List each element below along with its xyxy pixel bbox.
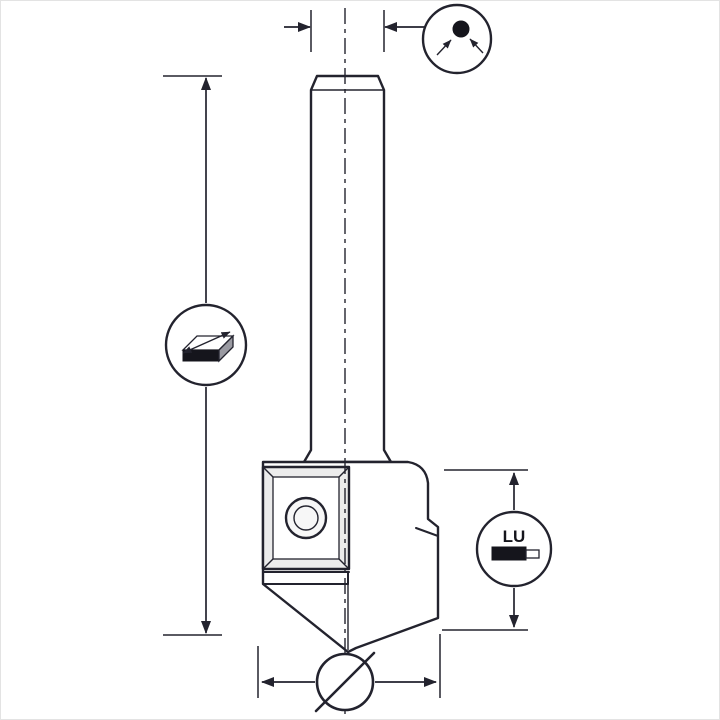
- insert-knife: [261, 465, 351, 571]
- lu-label: LU: [503, 527, 526, 546]
- shank-diameter-icon: [421, 3, 493, 75]
- insert-tab: [525, 549, 540, 559]
- dim-overall-length: [163, 75, 248, 636]
- insert-bar: [491, 546, 527, 561]
- diameter-slash: [314, 651, 376, 713]
- measure-arrow: [469, 38, 484, 54]
- length-arrow: [182, 331, 231, 354]
- screw-hole: [284, 496, 328, 540]
- insert-corner-bevel: [262, 558, 274, 570]
- insert-corner-bevel: [338, 466, 350, 478]
- dim-cutting-length: LU: [442, 469, 553, 631]
- diameter-symbol: [314, 651, 376, 713]
- insert-corner-bevel: [262, 466, 274, 478]
- measure-arrow: [436, 39, 452, 56]
- dim-diameter: [257, 634, 441, 713]
- screw-hole-countersink: [293, 505, 319, 531]
- shank-dot: [452, 20, 470, 38]
- cutting-length-icon: LU: [475, 510, 553, 588]
- icon-circle: [421, 3, 493, 75]
- insert-blank-icon: [164, 303, 248, 387]
- insert-corner-bevel: [338, 558, 350, 570]
- shank: [302, 74, 393, 464]
- slab-front-face: [182, 349, 220, 362]
- dim-shank-diameter: [284, 3, 493, 75]
- tool: [261, 74, 440, 654]
- rear-insert-edge: [415, 527, 439, 537]
